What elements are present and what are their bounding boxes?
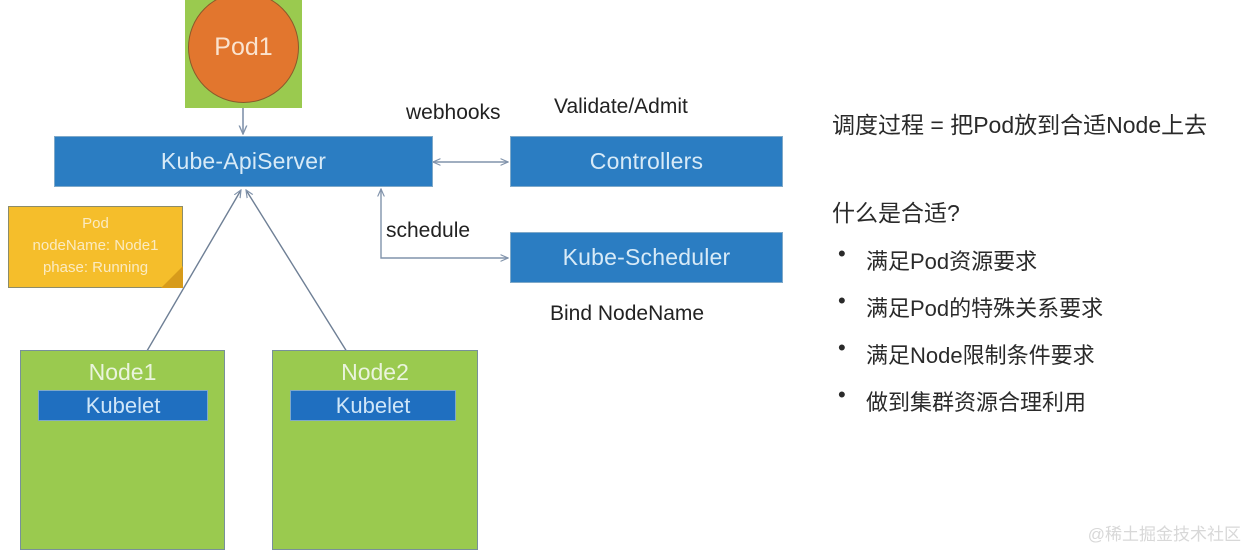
kube-scheduler-label: Kube-Scheduler (562, 244, 731, 270)
bullet-icon: • (838, 381, 846, 407)
node2-kubelet-label: Kubelet (335, 392, 411, 418)
watermark: @稀土掘金技术社区 (1087, 525, 1241, 544)
label-webhooks: webhooks (406, 101, 501, 124)
criteria-list: • 满足Pod资源要求 • 满足Pod的特殊关系要求 • 满足Node限制条件要… (832, 240, 1252, 417)
note-line-kind: Pod (82, 215, 109, 232)
label-bind-nodename: Bind NodeName (550, 302, 705, 325)
kube-scheduler-node[interactable]: Kube-Scheduler (510, 232, 783, 283)
explanation-panel: 调度过程 = 把Pod放到合适Node上去 什么是合适? • 满足Pod资源要求… (832, 112, 1252, 432)
bullet-icon: • (838, 334, 846, 360)
explanation-question: 什么是合适? (832, 199, 960, 226)
list-item: • 满足Pod资源要求 (832, 240, 1252, 276)
kube-apiserver-node[interactable]: Kube-ApiServer (54, 136, 433, 187)
pod1-node[interactable]: Pod1 (188, 0, 299, 103)
pod1-label: Pod1 (214, 33, 273, 61)
node2-box[interactable]: Node2 (272, 350, 478, 550)
criteria-text: 满足Node限制条件要求 (866, 342, 1095, 368)
node2-label: Node2 (341, 359, 409, 385)
note-line-nodename: nodeName: Node1 (32, 236, 159, 254)
list-item: • 满足Pod的特殊关系要求 (832, 287, 1252, 323)
note-fold-corner (161, 266, 183, 288)
node1-label: Node1 (88, 359, 157, 385)
node2-kubelet[interactable]: Kubelet (290, 390, 456, 421)
pod-spec-note: Pod nodeName: Node1 phase: Running (8, 206, 183, 288)
label-validate-admit: Validate/Admit (554, 95, 688, 118)
explanation-heading: 调度过程 = 把Pod放到合适Node上去 (832, 112, 1208, 138)
criteria-text: 满足Pod资源要求 (866, 248, 1038, 274)
bullet-icon: • (838, 287, 846, 313)
bullet-icon: • (838, 240, 846, 266)
node1-kubelet-label: Kubelet (85, 392, 161, 418)
criteria-text: 满足Pod的特殊关系要求 (866, 295, 1104, 321)
kube-apiserver-label: Kube-ApiServer (160, 148, 327, 174)
list-item: • 做到集群资源合理利用 (832, 381, 1252, 417)
note-line-phase: phase: Running (42, 258, 149, 276)
controllers-node[interactable]: Controllers (510, 136, 783, 187)
list-item: • 满足Node限制条件要求 (832, 334, 1252, 370)
node1-box[interactable]: Node1 (20, 350, 225, 550)
controllers-label: Controllers (589, 148, 704, 174)
node1-kubelet[interactable]: Kubelet (38, 390, 208, 421)
label-schedule: schedule (386, 219, 471, 242)
criteria-text: 做到集群资源合理利用 (866, 389, 1087, 415)
